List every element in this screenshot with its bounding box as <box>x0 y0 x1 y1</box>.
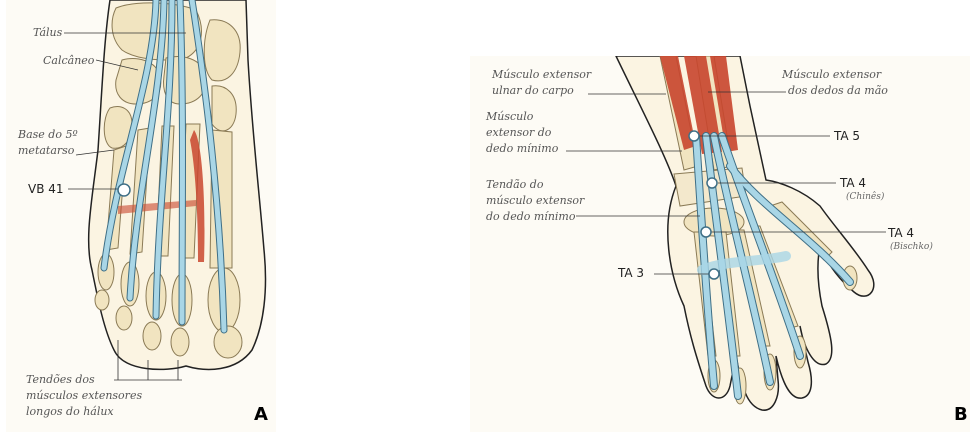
label-ta4-bischko: TA 4 <box>888 226 914 240</box>
label-base5-line2: metatarso <box>18 144 74 157</box>
label-ta4-chines: TA 4 <box>840 176 866 190</box>
label-dedos-line2: dos dedos da mão <box>788 84 888 97</box>
label-ta5: TA 5 <box>834 129 860 143</box>
panel-a-foot: Tálus Calcâneo Base do 5º metatarso VB 4… <box>6 0 276 432</box>
vb41-point-marker <box>118 184 130 196</box>
panel-b-letter: B <box>954 404 968 425</box>
label-ulnar-line2: ulnar do carpo <box>492 84 574 97</box>
ta4-chines-marker <box>707 178 717 188</box>
label-ulnar-line1: Músculo extensor <box>492 68 591 81</box>
label-ta4-bischko-sub: (Bischko) <box>890 242 933 252</box>
label-tendao-line1: Tendão do <box>486 178 543 191</box>
label-vb41: VB 41 <box>28 182 64 196</box>
label-tendao-line3: do dedo mínimo <box>486 210 575 223</box>
panel-a-letter: A <box>254 404 268 425</box>
label-minimo-line2: extensor do <box>486 126 551 139</box>
label-tendoes-line2: músculos extensores <box>26 389 142 402</box>
ta3-marker <box>709 269 719 279</box>
ta5-marker <box>689 131 699 141</box>
label-talus: Tálus <box>33 26 62 39</box>
label-ta3: TA 3 <box>618 266 644 280</box>
label-minimo-line3: dedo mínimo <box>486 142 558 155</box>
label-tendao-line2: músculo extensor <box>486 194 584 207</box>
label-ta4-chines-sub: (Chinês) <box>846 192 884 202</box>
label-dedos-line1: Músculo extensor <box>782 68 881 81</box>
panel-b-hand: Músculo extensor ulnar do carpo Músculo … <box>470 56 970 432</box>
label-minimo-line1: Músculo <box>486 110 533 123</box>
label-calcaneo: Calcâneo <box>43 54 94 67</box>
ta4-bischko-marker <box>701 227 711 237</box>
label-tendoes-line3: longos do hálux <box>26 405 114 418</box>
label-base5-line1: Base do 5º <box>18 128 78 141</box>
label-tendoes-line1: Tendões dos <box>26 373 95 386</box>
